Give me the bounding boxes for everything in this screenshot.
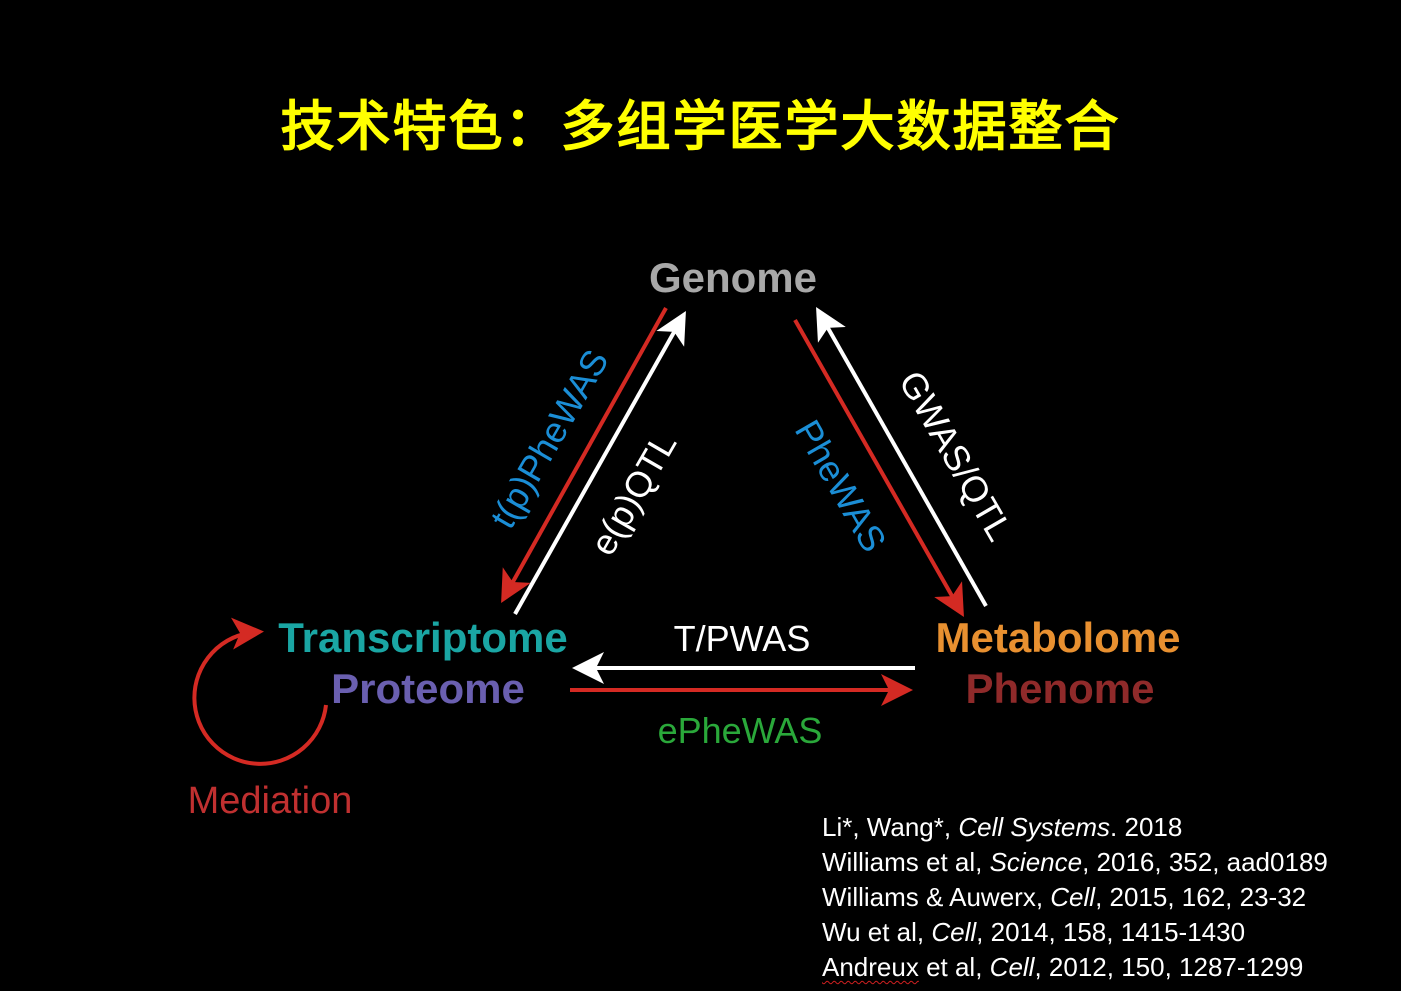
reference-journal: Cell bbox=[989, 952, 1035, 982]
reference-item: Williams et al, Science, 2016, 352, aad0… bbox=[822, 845, 1328, 880]
transcriptome-label: Transcriptome bbox=[278, 614, 567, 661]
reference-details: , 2016, 352, aad0189 bbox=[1082, 847, 1328, 877]
reference-authors: Wu et al, bbox=[822, 917, 932, 947]
t-p-phewas-label: t(p)PheWAS bbox=[482, 342, 617, 535]
right-red-arrow bbox=[793, 319, 964, 617]
e-p-qtl-label: e(p)QTL bbox=[582, 425, 685, 562]
metabolome-label: Metabolome bbox=[935, 614, 1180, 661]
reference-authors: Li*, Wang*, bbox=[822, 812, 959, 842]
reference-journal: Cell Systems bbox=[958, 812, 1111, 842]
ephewas-label: ePheWAS bbox=[658, 710, 823, 751]
reference-journal: Cell bbox=[931, 917, 977, 947]
reference-journal: Science bbox=[989, 847, 1083, 877]
reference-authors: Williams & Auwerx, bbox=[822, 882, 1051, 912]
right-white-arrow bbox=[816, 307, 988, 607]
reference-details: , 2012, 150, 1287-1299 bbox=[1034, 952, 1304, 982]
genome-label: Genome bbox=[649, 254, 817, 301]
phewas-label: PheWAS bbox=[787, 413, 895, 559]
slide-title: 技术特色：多组学医学大数据整合 bbox=[280, 95, 1121, 158]
reference-details: , 2015, 162, 23-32 bbox=[1095, 882, 1307, 912]
reference-list: Li*, Wang*, Cell Systems. 2018 Williams … bbox=[822, 810, 1328, 985]
reference-details: . 2018 bbox=[1110, 812, 1183, 842]
reference-item: Wu et al, Cell, 2014, 158, 1415-1430 bbox=[822, 915, 1328, 950]
reference-authors: Williams et al, bbox=[822, 847, 990, 877]
reference-authors-suffix: et al, bbox=[918, 952, 990, 982]
reference-details: , 2014, 158, 1415-1430 bbox=[976, 917, 1246, 947]
reference-item: Andreux et al, Cell, 2012, 150, 1287-129… bbox=[822, 950, 1328, 985]
t-pwas-label: T/PWAS bbox=[674, 618, 811, 659]
reference-authors: Andreux bbox=[822, 952, 919, 982]
reference-item: Li*, Wang*, Cell Systems. 2018 bbox=[822, 810, 1328, 845]
phenome-label: Phenome bbox=[965, 665, 1154, 712]
mediation-label: Mediation bbox=[188, 780, 353, 822]
reference-journal: Cell bbox=[1050, 882, 1096, 912]
left-red-arrow bbox=[501, 307, 668, 603]
left-white-arrow bbox=[513, 311, 686, 615]
reference-item: Williams & Auwerx, Cell, 2015, 162, 23-3… bbox=[822, 880, 1328, 915]
mediation-loop-arrow bbox=[192, 617, 328, 766]
proteome-label: Proteome bbox=[331, 665, 525, 712]
